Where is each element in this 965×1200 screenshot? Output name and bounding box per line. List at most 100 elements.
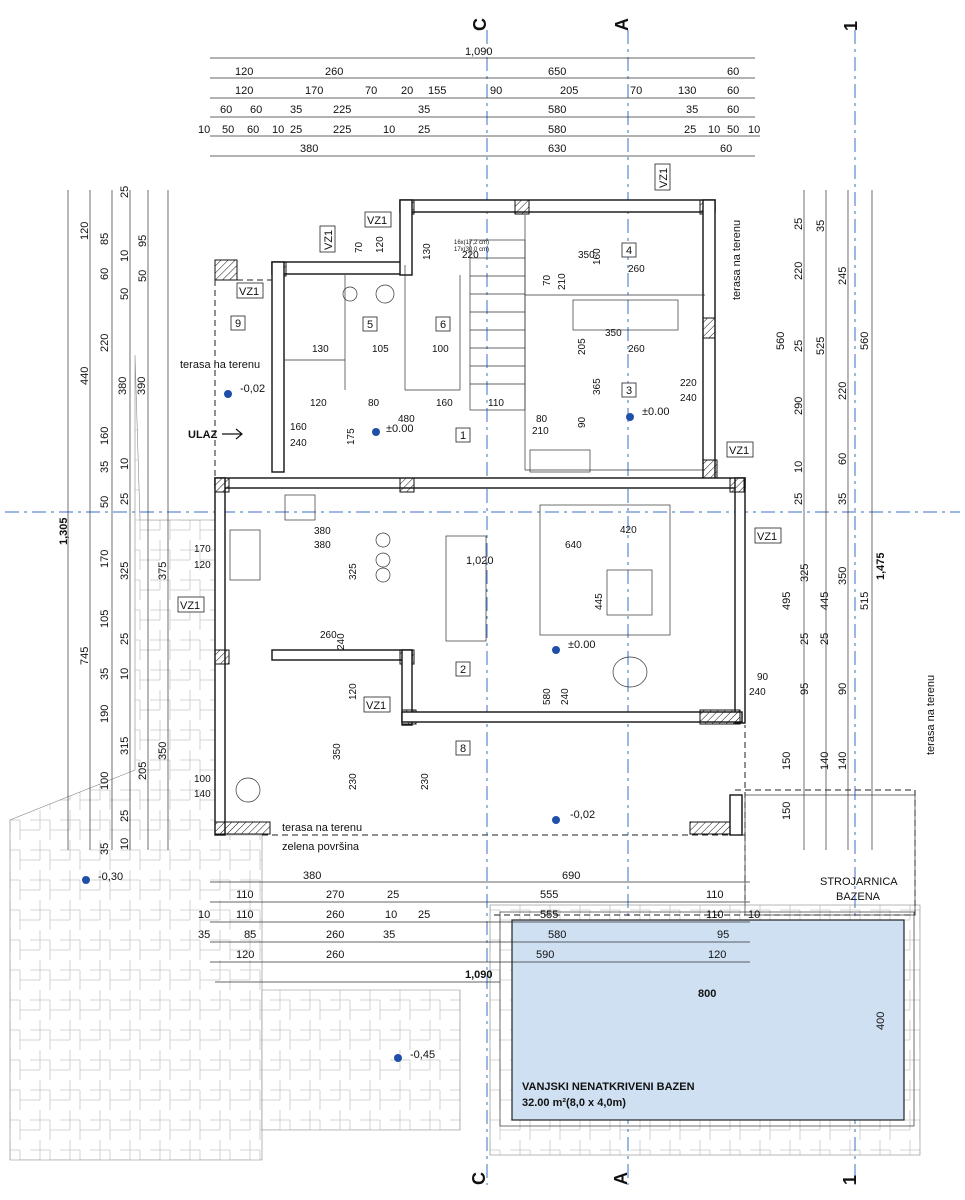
dim-bottom-r2-b: 270	[326, 889, 344, 901]
dim-left-c2-c: 220	[99, 334, 111, 352]
dim-left-c1-a: 120	[79, 222, 91, 240]
opening-dim: 170	[194, 544, 211, 555]
entrance-label: ULAZ	[188, 429, 218, 441]
dim-bottom-r3-f: 555	[540, 909, 558, 921]
level-3: ±0.00	[642, 406, 669, 418]
opening-dim: 160	[290, 422, 307, 433]
building	[214, 199, 746, 836]
dim-right-c1-k: 150	[781, 752, 793, 770]
vz1-tag: VZ1	[658, 168, 670, 188]
interior-dim: 205	[577, 338, 588, 355]
dim-bottom-r2-c: 25	[387, 889, 399, 901]
dim-left-c4-b: 50	[137, 270, 149, 282]
room-4: 4	[626, 245, 632, 257]
dim-right-c1-g: 25	[793, 493, 805, 505]
dim-bottom-r3-e: 25	[418, 909, 430, 921]
opening-dim: 120	[194, 560, 211, 571]
dim-bottom-r5-d: 120	[708, 949, 726, 961]
room-9: 9	[235, 318, 241, 330]
dim-top-r4-e: 25	[290, 124, 302, 136]
dim-top-r4-a: 10	[198, 124, 210, 136]
dim-top-r4-d: 10	[272, 124, 284, 136]
dim-bottom-r4-c: 260	[326, 929, 344, 941]
top-dimension-chains: 1,090 120 260 650 60 120 170 70 20 155 9…	[198, 46, 760, 157]
dim-top-r3-a: 60	[220, 104, 232, 116]
green-area-label: zelena površina	[282, 841, 360, 853]
interior-dim: 480	[398, 414, 415, 425]
opening-dim: 120	[375, 236, 386, 253]
dim-left-c3-g: 325	[119, 562, 131, 580]
stairs-note-2: 17x(30,0 cm)	[454, 247, 489, 253]
interior-dim: 90	[577, 416, 588, 428]
staircase	[469, 239, 526, 411]
dim-right-c2-k: 140	[837, 752, 849, 770]
interior-dim: 160	[436, 398, 453, 409]
right-dimension-chains: 25 220 560 25 290 10 25 495 25 95 150 15…	[775, 190, 887, 850]
dim-top-r2-h: 70	[630, 85, 642, 97]
terrace-label-bottom: terasa na terenu	[282, 822, 362, 834]
dim-left-c4-d: 350	[157, 742, 169, 760]
interior-dim: 220	[462, 250, 479, 261]
pool-width-dim: 400	[875, 1012, 887, 1030]
room-5: 5	[367, 319, 373, 331]
dim-bottom-r4-e: 580	[548, 929, 566, 941]
dim-left-c3-b: 10	[119, 250, 131, 262]
dim-left-c2-b: 60	[99, 268, 111, 280]
dim-left-c2-i: 105	[99, 610, 111, 628]
pool-surround	[499, 911, 915, 1127]
dim-right-c3-b: 515	[859, 592, 871, 610]
dim-top-r4-i: 580	[548, 124, 566, 136]
opening-dim: 140	[194, 789, 211, 800]
dim-left-c2-g: 50	[99, 496, 111, 508]
opening-dim: 70	[354, 241, 365, 253]
axis-label-1-top: 1	[841, 21, 861, 31]
interior-dim: 160	[592, 248, 603, 265]
dim-bottom-r2-e: 110	[706, 889, 724, 901]
dim-top-r2-e: 155	[428, 85, 446, 97]
dim-right-c3-d: 325	[799, 564, 811, 582]
opening-dim: 240	[749, 687, 766, 698]
room-2: 2	[460, 664, 466, 676]
interior-dim: 80	[368, 398, 380, 409]
dim-top-r2-j: 60	[727, 85, 739, 97]
dim-left-c1-b: 440	[79, 367, 91, 385]
dim-top-r2-d: 20	[401, 85, 413, 97]
opening-dim: 240	[336, 633, 347, 650]
dim-left-c4-e: 205	[137, 762, 149, 780]
vz1-tag: VZ1	[239, 286, 259, 298]
opening-dim: 90	[757, 672, 769, 683]
interior-dim: 365	[592, 378, 603, 395]
dim-left-c2-d: 380	[117, 377, 129, 395]
dim-top-r3-h: 60	[727, 104, 739, 116]
opening-dim: 220	[680, 378, 697, 389]
dim-right-c2-g: 445	[819, 592, 831, 610]
opening-dim: 240	[290, 438, 307, 449]
dim-top-r4-b: 50	[222, 124, 234, 136]
interior-dim: 120	[348, 683, 359, 700]
dim-top-r5-b: 630	[548, 143, 566, 155]
dim-top-r4-m: 10	[748, 124, 760, 136]
interior-dim: 445	[594, 593, 605, 610]
dim-left-c4-c: 375	[157, 562, 169, 580]
dim-right-c1-d: 25	[793, 340, 805, 352]
dim-right-c1-i: 25	[799, 633, 811, 645]
dim-bottom-total: 1,090	[465, 969, 493, 981]
dim-top-r2-f: 90	[490, 85, 502, 97]
dim-top-r3-e: 35	[418, 104, 430, 116]
dim-left-c3-h: 25	[119, 633, 131, 645]
pool-machine-label-1: STROJARNICA	[820, 876, 898, 888]
pool-length-dim: 800	[698, 988, 716, 1000]
level-pool-path: -0,45	[410, 1049, 435, 1061]
dim-bottom-r3-g: 110	[706, 909, 724, 921]
dim-left-c2-h: 170	[99, 550, 111, 568]
dim-bottom-r5-a: 120	[236, 949, 254, 961]
dim-top-r4-g: 10	[383, 124, 395, 136]
dim-top-r4-j: 25	[684, 124, 696, 136]
dim-right-c1-f: 10	[793, 461, 805, 473]
room-6: 6	[440, 319, 446, 331]
dim-left-c3-d: 390	[136, 377, 148, 395]
vz1-tag: VZ1	[323, 230, 335, 250]
dim-bottom-r4-b: 85	[244, 929, 256, 941]
level-terrace-bottom: -0,02	[570, 809, 595, 821]
